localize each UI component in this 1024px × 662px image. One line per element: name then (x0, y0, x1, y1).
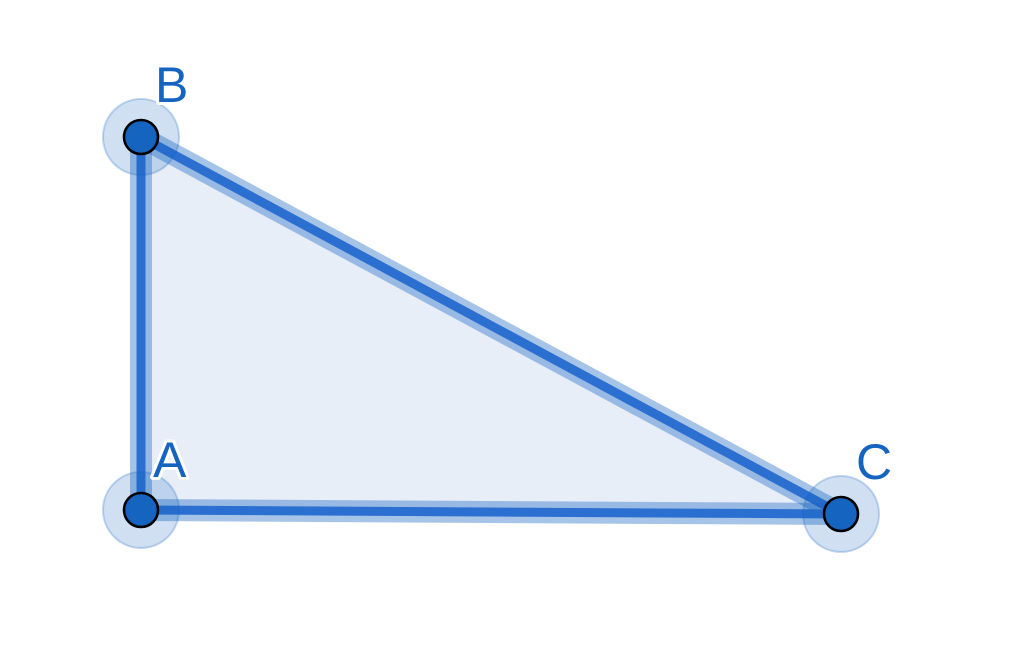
point-a-label: A (153, 432, 187, 488)
point-b-label: B (155, 57, 188, 113)
segment-bc-line[interactable] (136, 132, 846, 519)
point-b[interactable] (102, 98, 180, 176)
point-c[interactable] (802, 475, 880, 553)
labels-layer: A B C (150, 54, 895, 493)
point-c-label: C (856, 434, 892, 490)
segment-bc[interactable] (130, 126, 852, 525)
point-c-dot[interactable] (822, 495, 860, 533)
point-b-dot[interactable] (122, 118, 160, 156)
segment-ca[interactable] (130, 499, 852, 525)
points-layer (102, 98, 880, 553)
segments-layer (130, 126, 852, 525)
point-a[interactable] (102, 471, 180, 549)
point-a-dot[interactable] (122, 491, 160, 529)
segment-ca-line[interactable] (136, 505, 846, 519)
